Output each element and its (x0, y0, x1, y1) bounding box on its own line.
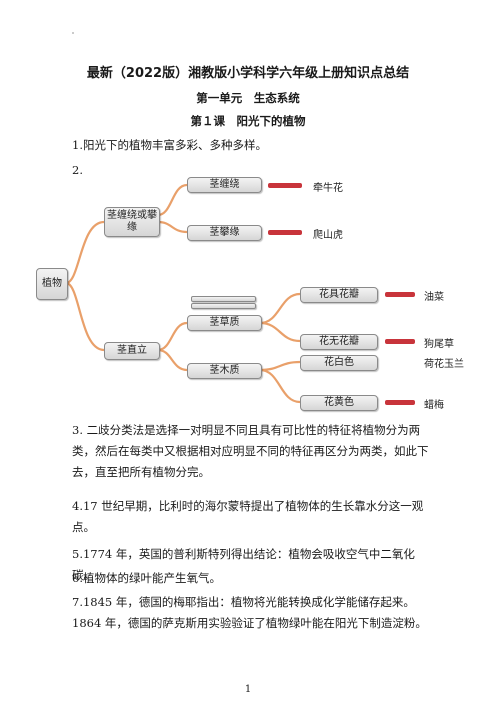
edge-erect-herb (157, 321, 188, 352)
node-stem-herb: 茎草质 (187, 315, 262, 331)
connector-bar (268, 230, 302, 235)
node-with-petals: 花具花瓣 (300, 287, 378, 303)
connector-bar (385, 339, 415, 344)
document-title: 最新（2022版）湘教版小学科学六年级上册知识点总结 (86, 66, 410, 81)
leaf-magnolia: 荷花玉兰 (424, 359, 464, 370)
lesson-heading: 第１课 阳光下的植物 (190, 114, 306, 128)
placeholder-bar (191, 296, 256, 302)
point-3: 3. 二歧分类法是选择一对明显不同且具有可比性的特征将植物分为两类，然后在每类中… (72, 423, 429, 479)
node-stem-climb: 茎缠绕或攀缘 (104, 207, 160, 237)
leaf-ivy: 爬山虎 (313, 230, 343, 241)
connector-bar (268, 183, 302, 188)
node-stem-climbing: 茎攀缘 (187, 225, 262, 241)
point-5: 5.1774 年，英国的普利斯特列得出结论：植物会吸收空气中二氧化碳。 (72, 547, 415, 582)
node-plant: 植物 (36, 268, 68, 300)
edge-herb-nopetals (259, 321, 301, 343)
edge-woody-white (259, 360, 301, 372)
edge-climb-climbing (157, 220, 188, 234)
connector-bar (385, 400, 415, 405)
unit-heading: 第一单元 生态系统 (196, 91, 300, 105)
leaf-wintersweet: 蜡梅 (424, 400, 444, 411)
point-2: 2. (72, 163, 83, 177)
edge-root-climb (65, 220, 105, 285)
node-white-flower: 花白色 (300, 355, 378, 371)
point-6: 6.植物体的绿叶能产生氧气。 (72, 571, 221, 585)
edge-root-erect (65, 281, 105, 352)
connector-bar (385, 292, 415, 297)
node-no-petals: 花无花瓣 (300, 334, 378, 350)
node-stem-twine: 茎缠绕 (187, 177, 262, 193)
node-stem-woody: 茎木质 (187, 363, 262, 379)
page-number: 1 (244, 684, 252, 695)
leaf-morning-glory: 牵牛花 (313, 183, 343, 194)
point-1: 1.阳光下的植物丰富多彩、多种多样。 (72, 138, 267, 152)
node-yellow-flower: 花黄色 (300, 395, 378, 411)
node-stem-erect: 茎直立 (104, 342, 160, 360)
point-7: 7.1845 年，德国的梅耶指出：植物将光能转换成化学能储存起来。1864 年，… (72, 595, 427, 630)
edge-herb-petals (259, 292, 301, 325)
edge-woody-yellow (259, 368, 301, 404)
corner-mark (72, 32, 74, 34)
leaf-rapeseed: 油菜 (424, 292, 444, 303)
point-4: 4.17 世纪早期，比利时的海尔蒙特提出了植物体的生长靠水分这一观点。 (72, 499, 424, 534)
leaf-foxtail: 狗尾草 (424, 339, 454, 350)
edge-erect-woody (157, 348, 188, 372)
edge-climb-twine (157, 183, 188, 217)
placeholder-bar (191, 303, 256, 309)
